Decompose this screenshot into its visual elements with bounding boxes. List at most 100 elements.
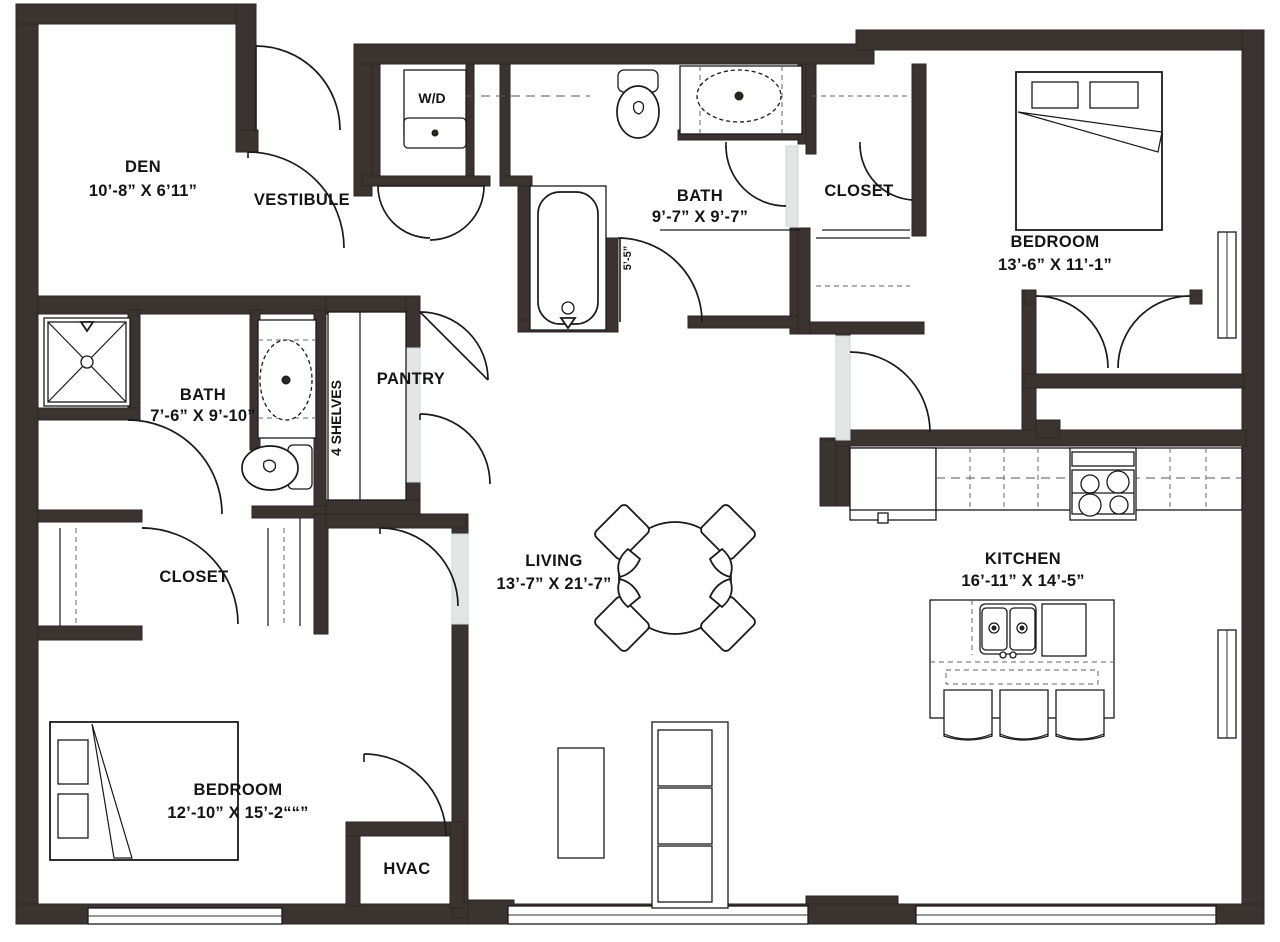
wall-closet-top-left (805, 63, 817, 155)
wall-laundry-right (465, 63, 475, 185)
wall-exterior-left (15, 3, 39, 925)
dining-chair-bl (594, 577, 650, 652)
wall-bedroom2-top (325, 513, 467, 529)
bar-stool-1 (943, 689, 993, 741)
wall-bath-bottom (687, 315, 805, 329)
wall-closet-bottom (805, 321, 925, 335)
kitchen-range (1069, 447, 1137, 521)
door-swing-bath-top (725, 145, 787, 207)
glass-panels-group (405, 145, 851, 625)
room-dim-den: 10’-8” X 6’11” (89, 182, 197, 200)
window-bottom-left (87, 907, 283, 925)
wall-exterior-right (1241, 29, 1265, 925)
wall-kitchen-left (819, 439, 837, 507)
shower-stall (43, 317, 131, 407)
laundry-unit (403, 69, 590, 149)
wall-hvac-right (449, 821, 465, 909)
room-label-bath-main: BATH (677, 187, 723, 205)
bed1-blanket (1017, 111, 1163, 153)
wall-bath-vertical-mid (605, 237, 619, 333)
pocket-door-pantry (405, 347, 421, 483)
bath2-fixtures (43, 311, 407, 501)
wall-exterior-top-right (855, 29, 1265, 51)
closet-top-shelves (812, 95, 910, 287)
room-label-pantry: PANTRY (377, 370, 445, 388)
wall-kitchen-top-notch (1035, 419, 1061, 439)
room-label-kitchen: KITCHEN (985, 550, 1061, 568)
wall-closet-left-bottom (37, 625, 143, 641)
room-label-den: DEN (125, 158, 161, 176)
bed1-pillow-right (1089, 81, 1139, 109)
bed-bedroom1 (1015, 71, 1163, 231)
door-swing-hvac (363, 753, 447, 837)
annotation-hvac: HVAC (383, 860, 430, 878)
room-label-vestibule: VESTIBULE (254, 191, 350, 209)
door-swing-laundry-a (377, 185, 431, 239)
wall-vestibule-right (353, 47, 373, 197)
bar-stool-2 (999, 689, 1049, 741)
room-label-bedroom1: BEDROOM (1011, 233, 1100, 251)
toilet-main (616, 69, 660, 139)
door-swing-bath2-entry (127, 419, 223, 515)
sofa-unit (651, 721, 729, 909)
wall-bedroom1-bottom (1023, 373, 1245, 389)
bed1-pillow-left (1031, 81, 1079, 109)
bed2-blanket (91, 723, 133, 859)
door-panel-pantry-a (419, 311, 489, 381)
room-dim-bedroom2: 12’-10” X 15’-2““” (167, 804, 308, 822)
door-swing-bed1-a (1035, 295, 1109, 369)
coffee-table (557, 747, 605, 859)
bathtub (529, 185, 607, 331)
wall-exterior-top-middle (353, 43, 875, 65)
wall-bedroom1-jamb2 (1023, 289, 1037, 305)
living-furniture (557, 504, 756, 909)
room-label-closet-top: CLOSET (824, 182, 893, 200)
door-swing-bedroom2 (379, 527, 459, 607)
room-dim-living: 13’-7” X 21’-7” (497, 575, 612, 593)
bed-bedroom2 (49, 721, 239, 861)
door-swing-bed1-b (1117, 295, 1191, 369)
kitchen-sink (979, 603, 1037, 659)
room-label-closet-left: CLOSET (159, 568, 228, 586)
dining-chair-tr (700, 504, 756, 579)
room-dim-bedroom1: 13’-6” X 11’-1” (998, 256, 1112, 274)
wall-bath-left-upper (499, 63, 511, 185)
room-dim-bath-main: 9’-7” X 9’-7” (652, 208, 748, 226)
annotation-door-dimension: 5’-5” (622, 246, 634, 270)
room-dim-kitchen: 16’-11” X 14’-5” (961, 572, 1084, 590)
shelves-unit (327, 311, 407, 501)
wall-exterior-top-den (15, 3, 255, 25)
door-swing-den (255, 45, 341, 131)
dining-table (618, 521, 732, 635)
wall-living-bottom-left (467, 899, 515, 925)
pocket-door-bath (785, 145, 799, 227)
bar-stool-3 (1055, 689, 1105, 741)
kitchen-peninsula (849, 447, 937, 524)
window-bottom-right (915, 905, 1217, 925)
vanity-main (679, 65, 803, 135)
door-swing-laundry-b (429, 185, 485, 241)
room-label-bedroom2: BEDROOM (194, 781, 283, 799)
wall-bath2-bottom (37, 509, 143, 523)
kitchen-island (929, 599, 1115, 741)
room-labels-group: DEN 10’-8” X 6’11” VESTIBULE BATH 9’-7” … (89, 158, 1112, 822)
wall-bedroom1-left (911, 63, 927, 237)
door-swing-pantry-a (419, 311, 489, 381)
dining-chair-tl (594, 504, 650, 579)
wall-closet-left-lower (797, 227, 811, 335)
windows-group (87, 231, 1237, 925)
annotations-group: W/D 4 SHELVES HVAC 5’-5” (328, 90, 634, 878)
vanity-bath2 (257, 319, 317, 439)
bed2-pillow-top (57, 739, 89, 785)
wall-hvac-left (345, 829, 361, 907)
dimension-lines (660, 229, 1190, 297)
wall-den-bottom (235, 129, 259, 153)
wall-pantry-bottom (325, 499, 421, 515)
wall-bedroom2-right (313, 513, 329, 635)
room-label-living: LIVING (525, 552, 582, 570)
door-swing-bath-hall (617, 237, 703, 323)
annotation-shelves: 4 SHELVES (328, 380, 344, 456)
wall-den-right (235, 3, 257, 150)
pocket-door-bedroom2 (451, 533, 469, 625)
